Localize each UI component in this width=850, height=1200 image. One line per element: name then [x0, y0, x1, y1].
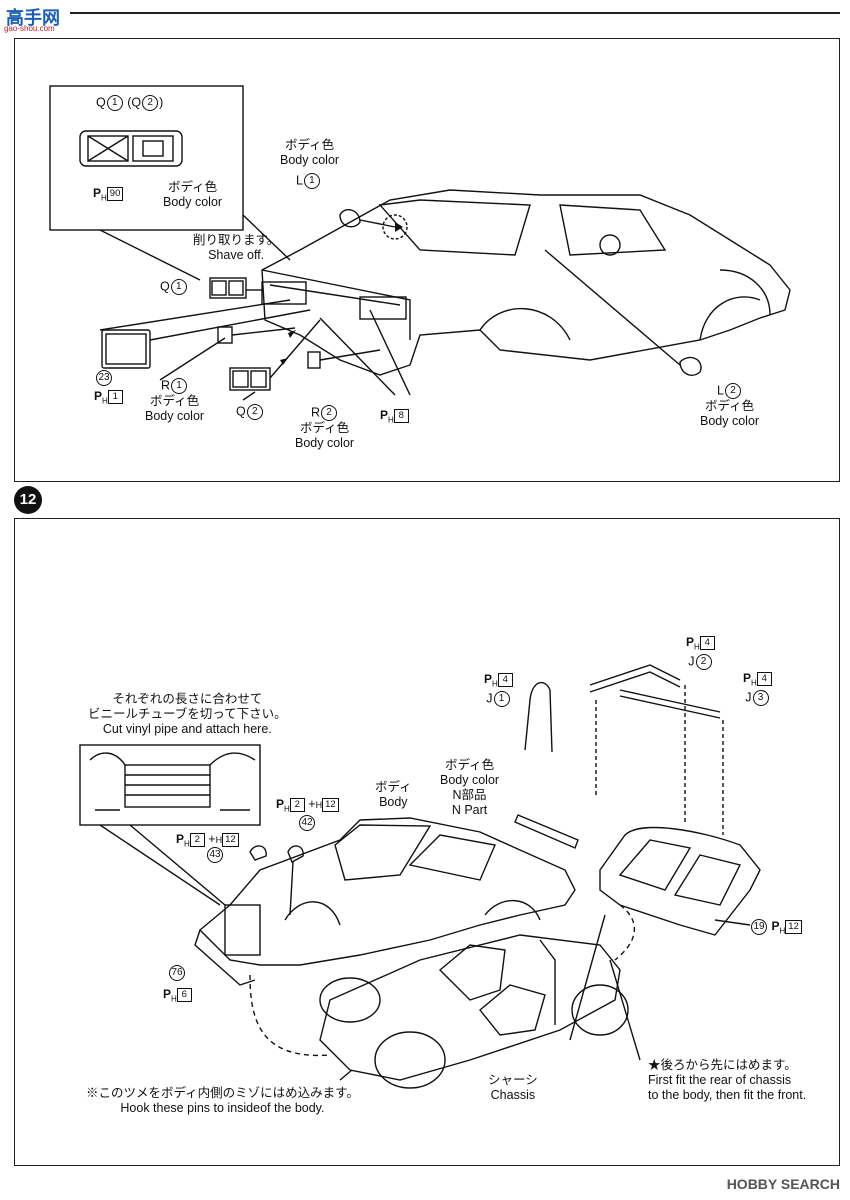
rear-fit-note: ★後ろから先にはめます。 First fit the rear of chass… — [648, 1058, 807, 1102]
part-23: 23 — [95, 370, 113, 386]
pipe-note: それぞれの長さに合わせて ビニールチューブを切って下さい。 Cut vinyl … — [88, 692, 287, 736]
chassis-drawing — [319, 934, 629, 1089]
mirror-parts — [249, 845, 304, 863]
rear-seat-drawing — [599, 826, 761, 936]
watermark: HOBBY SEARCH — [726, 1176, 840, 1192]
spoiler-drawing — [514, 814, 579, 849]
hook-note: ※このツメをボディ内側のミゾにはめ込みます。Hook these pins to… — [86, 1086, 359, 1115]
roll-cage-drawing — [524, 664, 724, 835]
step-12-panel — [14, 518, 840, 1166]
fit-guide-dashed — [249, 974, 331, 1057]
car-rear-body-drawing — [261, 189, 791, 376]
step-number-badge: 12 — [14, 486, 42, 514]
part-42: 42 — [298, 815, 316, 831]
inset-leader — [99, 214, 291, 281]
inset-taillamp-drawing — [79, 130, 183, 167]
parts-drawing — [99, 208, 702, 401]
shave-off-note: 削り取ります。Shave off. — [193, 233, 280, 262]
top-rule — [70, 12, 840, 14]
car-body-drawing — [194, 817, 576, 986]
site-logo: 高手网 — [6, 8, 60, 28]
radiator-inset-drawing — [79, 744, 261, 906]
step-11-panel — [14, 38, 840, 482]
part-43: 43 — [206, 847, 224, 863]
fit-guide-dashed-2 — [614, 904, 636, 961]
part-76: 76 — [168, 965, 186, 981]
site-logo-sub: gao-shou.com — [4, 24, 55, 33]
inset-box — [49, 85, 244, 231]
